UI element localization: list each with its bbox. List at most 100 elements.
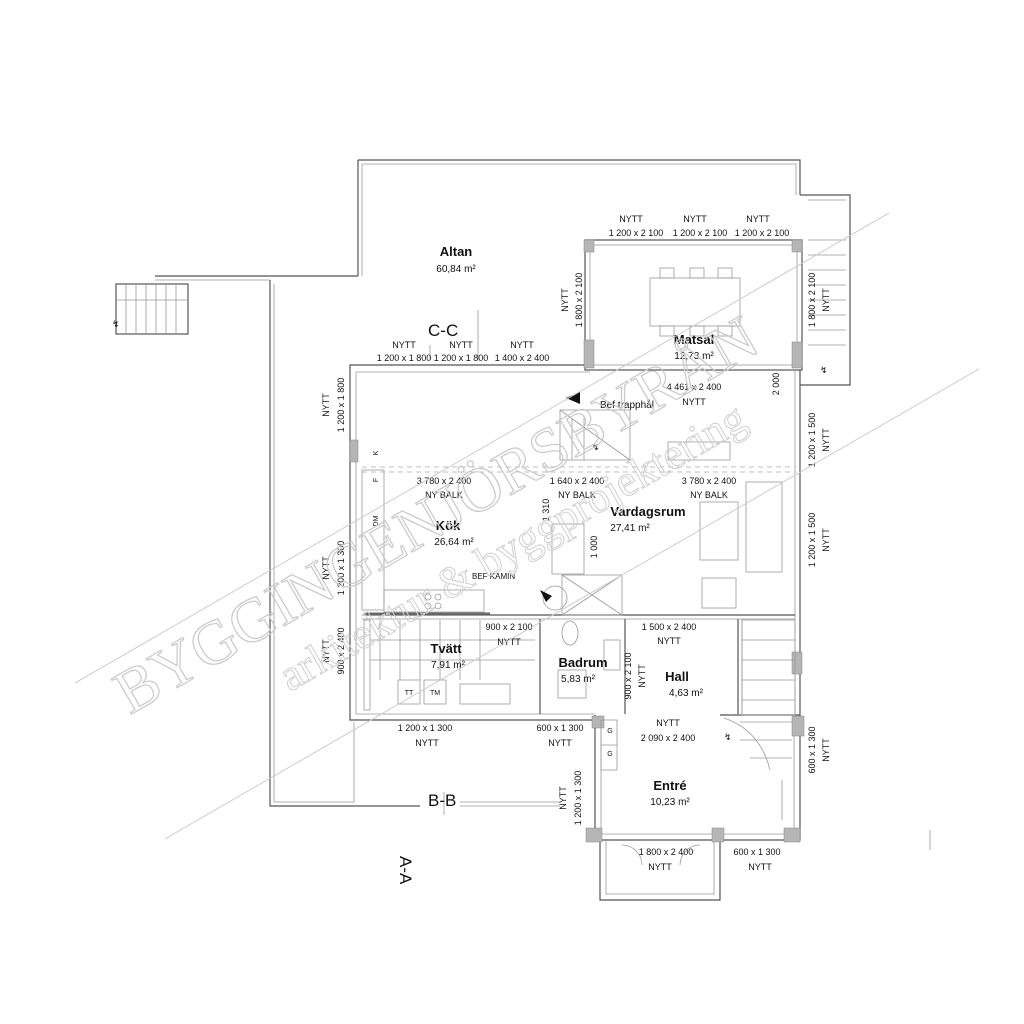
beam1-dim: 3 780 x 2 400 bbox=[417, 476, 472, 486]
beam3-label: NY BALK bbox=[690, 490, 728, 500]
top2-dim: 1 200 x 2 100 bbox=[673, 228, 728, 238]
right-mid-nytt: NYTT bbox=[821, 528, 831, 552]
hall-stair-icon: ↯ bbox=[724, 732, 732, 742]
entre-bot1-dim: 1 800 x 2 400 bbox=[639, 847, 694, 857]
section-cc: C-C bbox=[428, 321, 458, 340]
bottom1-dim: 1 200 x 1 300 bbox=[398, 723, 453, 733]
top1-nytt: NYTT bbox=[619, 214, 643, 224]
stair-arrow-icon: ↯ bbox=[112, 319, 120, 329]
bef-trapphal: Bef trapphål bbox=[600, 399, 654, 411]
room-area-hall: 4,63 m² bbox=[669, 688, 704, 699]
right-stair: ↯ bbox=[800, 194, 851, 386]
cc2-nytt: NYTT bbox=[449, 340, 473, 350]
matsal-right-nytt: NYTT bbox=[821, 288, 831, 312]
cc1-dim: 1 200 x 1 800 bbox=[377, 353, 432, 363]
v1000: 1 000 bbox=[589, 536, 599, 559]
beam1-label: NY BALK bbox=[425, 490, 463, 500]
matsal-right-dim: 1 800 x 2 100 bbox=[807, 273, 817, 328]
entre-top-nytt: NYTT bbox=[656, 718, 680, 728]
beam3-dim: 3 780 x 2 400 bbox=[682, 476, 737, 486]
appliance-f: F bbox=[373, 478, 380, 482]
left-mid-nytt: NYTT bbox=[321, 556, 331, 580]
bottom2-nytt: NYTT bbox=[548, 738, 572, 748]
entre-right-nytt: NYTT bbox=[821, 738, 831, 762]
entre-bot2-dim: 600 x 1 300 bbox=[733, 847, 780, 857]
left-mid-dim: 1 200 x 1 300 bbox=[336, 541, 346, 596]
bef-kamin: BEF KAMIN bbox=[472, 572, 515, 581]
hall-top-nytt: NYTT bbox=[657, 636, 681, 646]
beam2-label: NY BALK bbox=[558, 490, 596, 500]
left-stair: ↯ bbox=[112, 283, 189, 335]
appliance-dm: DM bbox=[373, 515, 380, 526]
room-area-badrum: 5,83 m² bbox=[561, 674, 596, 685]
altan-deck bbox=[155, 159, 801, 807]
entre-bot2-nytt: NYTT bbox=[748, 862, 772, 872]
room-area-tvatt: 7,91 m² bbox=[431, 660, 466, 671]
room-name-altan: Altan bbox=[440, 244, 473, 259]
entre-left-dim: 1 200 x 1 300 bbox=[573, 771, 583, 826]
cc2-dim: 1 200 x 1 800 bbox=[434, 353, 489, 363]
bad-door-dim: 900 x 2 100 bbox=[485, 622, 532, 632]
tvatt-left-dim: 900 x 2 400 bbox=[336, 627, 346, 674]
entre-right-dim: 600 x 1 300 bbox=[807, 726, 817, 773]
room-name-matsal: Matsal bbox=[674, 332, 714, 347]
tvatt-tiles bbox=[370, 620, 535, 705]
appliance-g2: G bbox=[607, 751, 612, 758]
cc3-dim: 1 400 x 2 400 bbox=[495, 353, 550, 363]
watermark-frame bbox=[74, 212, 980, 840]
left-upper-dim: 1 200 x 1 800 bbox=[336, 378, 346, 433]
v1310: 1 310 bbox=[541, 499, 551, 522]
room-area-vardagsrum: 27,41 m² bbox=[610, 523, 650, 534]
top3-dim: 1 200 x 2 100 bbox=[735, 228, 790, 238]
section-markers bbox=[429, 310, 931, 850]
top3-nytt: NYTT bbox=[746, 214, 770, 224]
furniture bbox=[540, 441, 783, 616]
bathroom-fixtures bbox=[557, 620, 621, 699]
room-area-entre: 10,23 m² bbox=[650, 797, 690, 808]
appliance-k: K bbox=[373, 450, 380, 455]
top2-nytt: NYTT bbox=[683, 214, 707, 224]
hall-top-dim: 1 500 x 2 400 bbox=[642, 622, 697, 632]
tvatt-left-nytt: NYTT bbox=[321, 639, 331, 663]
watermark: BYGGINGENJÖRSBYRÅN arkitektur & byggproj… bbox=[102, 302, 770, 727]
top1-dim: 1 200 x 2 100 bbox=[609, 228, 664, 238]
room-name-tvatt: Tvätt bbox=[430, 641, 462, 656]
stair-symbol-icon: ↯ bbox=[592, 442, 600, 452]
room-name-kok: Kök bbox=[436, 518, 461, 533]
hall-left-dim: 900 x 2 100 bbox=[623, 652, 633, 699]
section-bb: B-B bbox=[428, 791, 456, 810]
stair-opening-dim: 4 461 x 2 400 bbox=[667, 382, 722, 392]
room-area-altan: 60,84 m² bbox=[436, 264, 476, 275]
stair-opening: ↯ bbox=[559, 392, 631, 461]
appliance-tm: TM bbox=[430, 690, 440, 697]
hall-left-nytt: NYTT bbox=[637, 664, 647, 688]
beam2-dim: 1 640 x 2 400 bbox=[550, 476, 605, 486]
room-name-entre: Entré bbox=[653, 778, 686, 793]
entre-top-dim: 2 090 x 2 400 bbox=[641, 733, 696, 743]
entre-bot1-nytt: NYTT bbox=[648, 862, 672, 872]
arrow-icon bbox=[566, 392, 580, 404]
kitchen-counter bbox=[361, 469, 490, 711]
pillars bbox=[349, 239, 805, 843]
room-name-hall: Hall bbox=[665, 669, 689, 684]
entre-wardrobe bbox=[600, 719, 783, 820]
right-upper-dim: 1 200 x 1 500 bbox=[807, 413, 817, 468]
kamin-arrow-icon bbox=[540, 590, 552, 602]
bottom1-nytt: NYTT bbox=[415, 738, 439, 748]
section-aa: A-A bbox=[396, 856, 415, 885]
matsal-left-nytt: NYTT bbox=[560, 288, 570, 312]
dining-table bbox=[649, 267, 741, 337]
appliance-g1: G bbox=[607, 728, 612, 735]
room-area-kok: 26,64 m² bbox=[434, 537, 474, 548]
bottom2-dim: 600 x 1 300 bbox=[536, 723, 583, 733]
cc3-nytt: NYTT bbox=[510, 340, 534, 350]
left-upper-nytt: NYTT bbox=[321, 393, 331, 417]
appliance-tt: TT bbox=[405, 690, 414, 697]
right-mid-dim: 1 200 x 1 500 bbox=[807, 513, 817, 568]
room-area-matsal: 12,73 m² bbox=[674, 351, 714, 362]
room-name-badrum: Badrum bbox=[558, 655, 607, 670]
stair-arrow-icon-right: ↯ bbox=[820, 365, 828, 375]
entre-left-nytt: NYTT bbox=[558, 786, 568, 810]
h2000: 2 000 bbox=[771, 373, 781, 396]
